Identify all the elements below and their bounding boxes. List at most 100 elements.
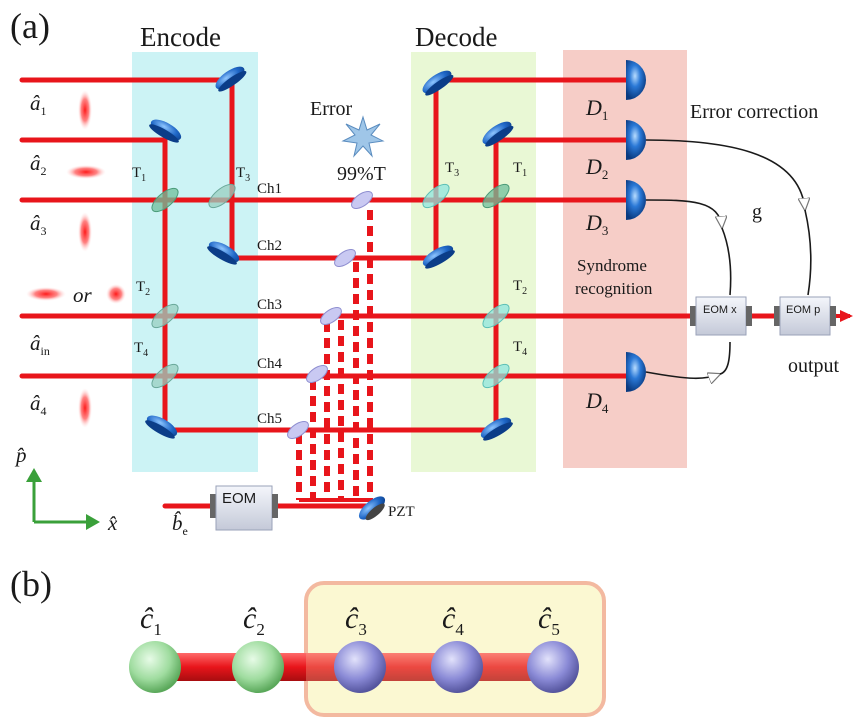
axes — [26, 468, 100, 530]
channel-label-1: Ch1 — [257, 181, 282, 197]
syndrome-label-line2: recognition — [575, 279, 653, 298]
error-correction-label: Error correction — [690, 101, 818, 123]
mirror-icon — [422, 70, 454, 96]
env-mode-label: b̂e — [172, 511, 188, 538]
node-label-c1: ĉ1 — [140, 602, 162, 639]
decode-t3-label: T3 — [445, 160, 459, 179]
decode-t4-label: T4 — [513, 339, 527, 358]
eom-x-label: EOM x — [703, 304, 737, 316]
detectors — [626, 60, 646, 392]
eom-x-box: EOM x — [690, 296, 752, 336]
encode-label: Encode — [140, 22, 221, 52]
mirror-icon — [422, 245, 455, 269]
mode-label-a3: â3 — [30, 211, 47, 238]
mode-label-a4: â4 — [30, 391, 47, 418]
decode-label: Decode — [415, 22, 497, 52]
splitter-icon — [151, 187, 179, 213]
detector-label-3: D3 — [585, 210, 608, 238]
encode-t2-label: T2 — [136, 279, 150, 298]
detector-label-1: D1 — [585, 95, 608, 123]
encode-t4-label: T4 — [134, 340, 148, 359]
splitter-icon — [482, 303, 510, 329]
channel-label-3: Ch3 — [257, 297, 282, 313]
mirror-icon — [149, 119, 182, 143]
channel-splitters — [287, 191, 373, 439]
env-eom-label: EOM — [222, 490, 256, 507]
squeezed-state-icon — [26, 287, 66, 301]
detector-icon — [626, 60, 646, 100]
squeezed-state-icon — [78, 388, 92, 428]
node-label-c2: ĉ2 — [243, 602, 265, 639]
channel-label-4: Ch4 — [257, 356, 283, 372]
node-c2 — [232, 641, 284, 693]
decode-t1-label: T1 — [513, 160, 527, 179]
splitter-icon — [422, 183, 450, 209]
eom-p-box: EOM p — [774, 296, 836, 336]
squeezed-state-icon — [78, 90, 92, 130]
node-c1 — [129, 641, 181, 693]
node-c5 — [527, 641, 579, 693]
channel-label-2: Ch2 — [257, 238, 282, 254]
splitter-icon — [351, 191, 373, 209]
detector-icon — [626, 352, 646, 392]
mirrors — [145, 66, 514, 441]
squeezed-state-icon — [66, 165, 106, 179]
eom-p-label: EOM p — [786, 304, 820, 316]
splitter-icon — [208, 183, 236, 209]
node-label-c5: ĉ5 — [538, 602, 560, 639]
error-star-icon — [341, 115, 385, 158]
detector-icon — [626, 180, 646, 220]
mirror-icon — [145, 415, 178, 439]
detector-icon — [626, 120, 646, 160]
node-c4 — [431, 641, 483, 693]
mode-label-ain: âin — [30, 331, 50, 358]
syndrome-region — [563, 50, 687, 468]
mirror-icon — [207, 241, 240, 265]
encode-splitters — [151, 183, 236, 389]
splitter-icon — [320, 307, 342, 325]
panel-b-label: (b) — [10, 564, 52, 604]
node-c3 — [334, 641, 386, 693]
node-label-c3: ĉ3 — [345, 602, 367, 639]
mirror-icon — [480, 417, 513, 441]
splitter-icon — [151, 363, 179, 389]
or-label: or — [73, 283, 93, 307]
env-couplings — [296, 210, 373, 500]
encode-t3-label: T3 — [236, 165, 250, 184]
encode-region — [132, 52, 258, 472]
transmission-label: 99%T — [337, 163, 386, 185]
splitter-icon — [334, 249, 356, 267]
node-label-c4: ĉ4 — [442, 602, 464, 639]
mirror-icon — [215, 66, 247, 92]
squeezed-state-icon — [78, 212, 92, 252]
output-label: output — [788, 355, 840, 377]
x-axis-label: x̂ — [107, 511, 118, 535]
splitter-icon — [482, 363, 510, 389]
decode-splitters — [422, 183, 510, 389]
pzt-icon — [358, 496, 386, 521]
syndrome-label-line1: Syndrome — [577, 256, 647, 275]
input-modes: â1 â2 â3 or âin â4 — [26, 90, 126, 428]
coherent-state-icon — [106, 284, 126, 304]
splitter-icon — [482, 183, 510, 209]
decode-t2-label: T2 — [513, 278, 527, 297]
error-label: Error — [310, 98, 353, 120]
encode-t1-label: T1 — [132, 165, 146, 184]
mode-label-a1: â1 — [30, 91, 47, 118]
splitter-icon — [306, 365, 328, 383]
mode-label-a2: â2 — [30, 151, 47, 178]
p-axis-label: p̂ — [14, 443, 27, 467]
panel-a-label: (a) — [10, 6, 50, 46]
pzt-label: PZT — [388, 504, 415, 520]
feedback-lines — [645, 139, 812, 378]
detector-label-4: D4 — [585, 388, 609, 416]
channel-label-5: Ch5 — [257, 411, 282, 427]
chain-nodes — [129, 641, 579, 693]
mirror-icon — [482, 121, 514, 147]
gain-label: g — [752, 201, 762, 223]
splitter-icon — [151, 303, 179, 329]
env-eom-box: EOM — [210, 485, 278, 531]
splitter-icon — [287, 421, 309, 439]
detector-label-2: D2 — [585, 154, 608, 182]
